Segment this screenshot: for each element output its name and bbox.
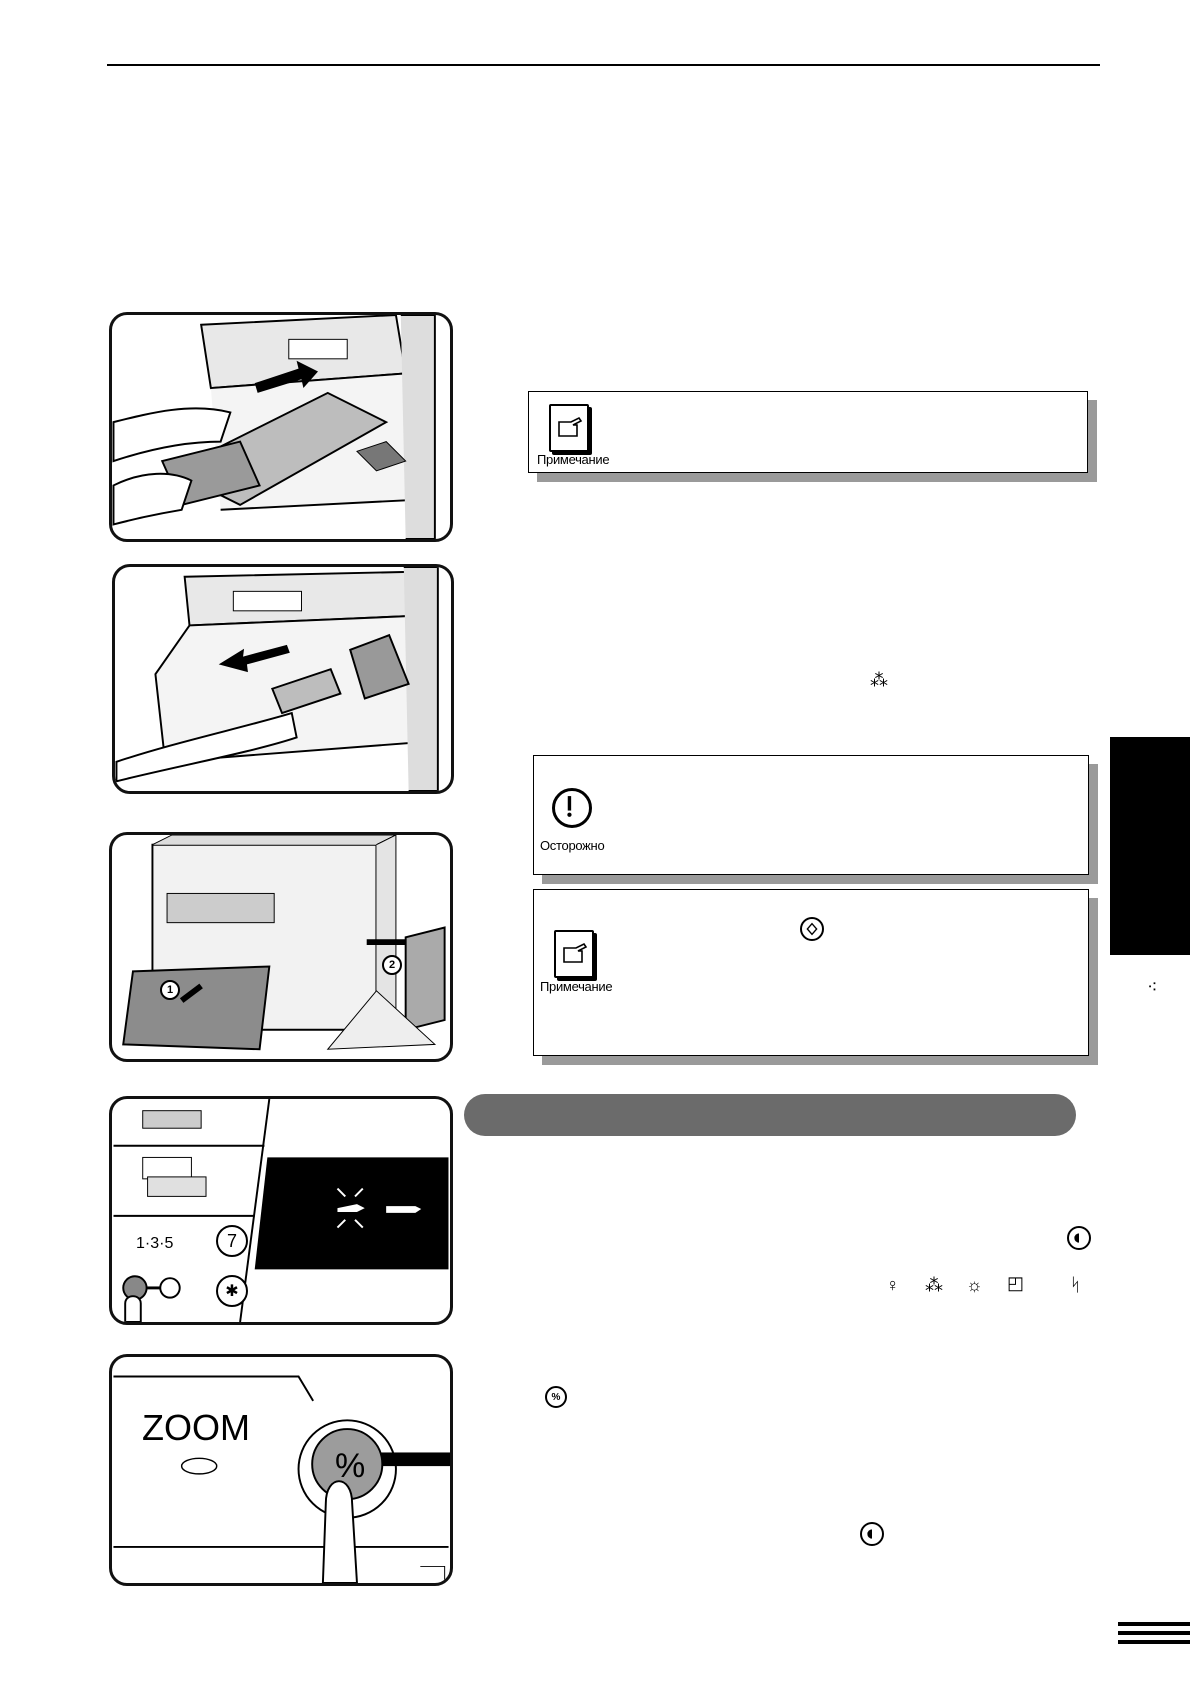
cartridge-insert-illustration — [112, 315, 436, 539]
note-label: Примечание — [537, 452, 610, 467]
exposure-scale: 1·3·5 — [136, 1235, 174, 1252]
pull-out-illustration — [115, 567, 439, 791]
pointing-hand-icon — [554, 930, 594, 978]
note-label: Примечание — [540, 979, 613, 994]
callout-1: 1 — [160, 980, 180, 1000]
figure-close-covers: 1 2 — [109, 832, 453, 1062]
exposure-button-icon — [860, 1522, 884, 1546]
zoom-label: ZOOM — [142, 1407, 250, 1448]
zoom-percent-symbol: % — [335, 1447, 366, 1485]
figure-pull-out — [112, 564, 454, 794]
page-end-bars — [1118, 1622, 1190, 1649]
toner-icon: ⁂ — [870, 670, 888, 690]
misfeed-icon: ᛋ — [1070, 1275, 1081, 1295]
caution-exclamation-icon — [552, 788, 592, 828]
exposure-button-icon — [1067, 1226, 1091, 1250]
key-star: ✱ — [216, 1275, 248, 1307]
section-heading-bar — [464, 1094, 1076, 1136]
note-box-1: Примечание — [528, 391, 1088, 473]
close-covers-illustration — [122, 835, 446, 1051]
photo-mode-icon: ♀ — [886, 1275, 900, 1295]
start-button-icon — [800, 917, 824, 941]
pointing-hand-icon — [549, 404, 589, 452]
key-7: 7 — [216, 1225, 248, 1257]
zoom-panel-illustration — [113, 1375, 450, 1583]
figure-control-panel: 1·3·5 7 ✱ — [109, 1096, 453, 1325]
side-section-tab — [1110, 737, 1190, 955]
control-panel-illustration — [113, 1099, 449, 1322]
toner-icon: ⁂ — [925, 1275, 943, 1295]
drum-light-icon: ☼ — [966, 1275, 983, 1295]
note-box-2: Примечание — [533, 889, 1089, 1056]
header-rule — [107, 64, 1100, 66]
paper-icon: ◰ — [1007, 1273, 1025, 1293]
caution-box: Осторожно — [533, 755, 1089, 875]
figure-zoom-button: ZOOM % — [109, 1354, 453, 1586]
caution-label: Осторожно — [540, 838, 605, 853]
toner-dots-icon: ⁖ — [1147, 977, 1158, 997]
percent-button-icon: % — [545, 1386, 567, 1408]
figure-insert-cartridge — [109, 312, 453, 542]
callout-2: 2 — [382, 955, 402, 975]
